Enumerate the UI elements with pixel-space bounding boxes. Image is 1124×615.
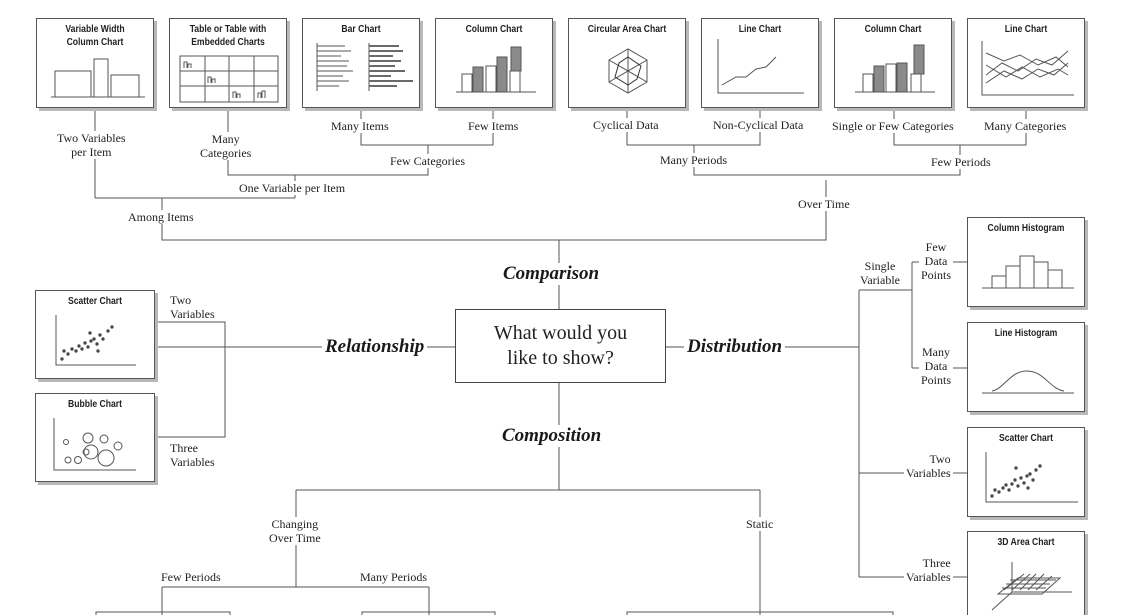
column-chart-time-icon bbox=[855, 44, 935, 93]
center-question-line1: What would you bbox=[493, 322, 628, 344]
label-few-categories: Few Categories bbox=[388, 154, 467, 168]
line-chart-icon bbox=[717, 39, 804, 94]
radar-chart-icon bbox=[608, 48, 648, 94]
circular-area-chart-title: Circular Area Chart bbox=[587, 24, 667, 35]
bubble-chart-box: Bubble Chart bbox=[35, 393, 155, 482]
line-chart-noncyclical-box: Line Chart bbox=[701, 18, 819, 108]
column-chart-time-title: Column Chart bbox=[864, 24, 922, 35]
multi-line-chart-icon bbox=[981, 41, 1074, 96]
circular-area-chart-box: Circular Area Chart bbox=[568, 18, 686, 108]
area-3d-chart-icon bbox=[991, 562, 1072, 611]
scatter-chart-relationship-box: Scatter Chart bbox=[35, 290, 155, 379]
label-many-items: Many Items bbox=[329, 119, 391, 133]
column-histogram-icon bbox=[982, 255, 1074, 289]
label-non-cyclical-data: Non-Cyclical Data bbox=[711, 118, 806, 132]
column-histogram-box: Column Histogram bbox=[967, 217, 1085, 307]
line-histogram-icon bbox=[982, 370, 1074, 394]
line-chart-many-title: Line Chart bbox=[1004, 24, 1048, 35]
label-one-variable-per-item: One Variable per Item bbox=[237, 181, 348, 195]
area-3d-chart-box: 3D Area Chart bbox=[967, 531, 1085, 615]
label-few-items: Few Items bbox=[466, 119, 521, 133]
category-composition: Composition bbox=[499, 425, 605, 447]
line-chart-many-box: Line Chart bbox=[967, 18, 1085, 108]
bar-chart-box: Bar Chart bbox=[302, 18, 420, 108]
scatter-chart-distribution-box: Scatter Chart bbox=[967, 427, 1085, 517]
scatter-chart-rel-icon bbox=[55, 315, 136, 366]
bubble-chart-title: Bubble Chart bbox=[68, 399, 122, 410]
label-cyclical-data: Cyclical Data bbox=[591, 118, 661, 132]
label-single-few-categories: Single or Few Categories bbox=[830, 119, 956, 133]
column-histogram-title: Column Histogram bbox=[987, 223, 1065, 234]
bubble-chart-icon bbox=[53, 418, 136, 471]
center-question-box: What would you like to show? bbox=[455, 309, 666, 383]
line-chart-noncyclical-title: Line Chart bbox=[738, 24, 782, 35]
label-over-time: Over Time bbox=[796, 197, 852, 211]
label-among-items: Among Items bbox=[126, 210, 196, 224]
column-chart-time-box: Column Chart bbox=[834, 18, 952, 108]
category-distribution: Distribution bbox=[684, 336, 786, 358]
bar-chart-icon bbox=[316, 43, 413, 91]
label-many-periods-bottom: Many Periods bbox=[358, 570, 429, 584]
column-chart-few-items-box: Column Chart bbox=[435, 18, 553, 108]
bar-chart-title: Bar Chart bbox=[341, 24, 381, 35]
category-relationship: Relationship bbox=[322, 336, 428, 358]
variable-width-column-icon bbox=[51, 58, 145, 98]
label-few-periods-bottom: Few Periods bbox=[159, 570, 223, 584]
label-static: Static bbox=[744, 517, 776, 531]
label-many-categories-right: Many Categories bbox=[982, 119, 1069, 133]
area-3d-chart-title: 3D Area Chart bbox=[997, 537, 1055, 548]
line-histogram-box: Line Histogram bbox=[967, 322, 1085, 412]
column-chart-icon bbox=[456, 46, 536, 93]
scatter-chart-distribution-title: Scatter Chart bbox=[998, 433, 1054, 444]
scatter-chart-icon bbox=[985, 452, 1078, 503]
category-comparison: Comparison bbox=[500, 263, 603, 285]
label-many-periods-top: Many Periods bbox=[658, 153, 729, 167]
table-grid-icon bbox=[179, 55, 279, 103]
center-question-line2: like to show? bbox=[507, 347, 614, 369]
label-few-periods-top: Few Periods bbox=[929, 155, 993, 169]
scatter-chart-relationship-title: Scatter Chart bbox=[67, 296, 123, 307]
line-histogram-title: Line Histogram bbox=[994, 328, 1058, 339]
column-chart-few-items-title: Column Chart bbox=[465, 24, 523, 35]
